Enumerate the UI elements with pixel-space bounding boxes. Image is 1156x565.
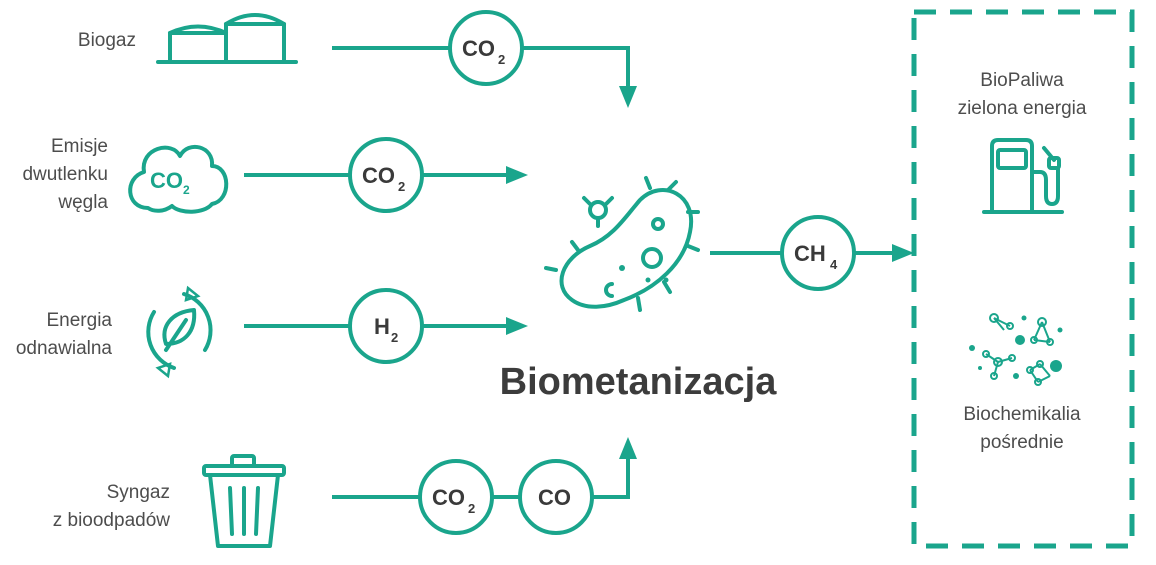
outputs-dashed-box xyxy=(911,9,1135,549)
biogaz-label: Biogaz xyxy=(78,30,136,51)
microbe-icon xyxy=(544,176,700,312)
syngaz-label: Syngaz z bioodpadów xyxy=(53,482,171,531)
syngaz-arrow-head xyxy=(619,437,637,459)
syngaz-co-node: CO xyxy=(518,459,594,535)
svg-text:CO: CO xyxy=(432,485,465,510)
emisje-label: Emisje dwutlenku węgla xyxy=(22,136,108,213)
svg-text:pośrednie: pośrednie xyxy=(980,432,1063,453)
svg-text:odnawialna: odnawialna xyxy=(16,338,113,359)
svg-text:2: 2 xyxy=(391,330,398,345)
biogaz-arrow-head xyxy=(619,86,637,108)
co2-cloud-icon: CO 2 xyxy=(128,145,229,214)
svg-text:CO: CO xyxy=(538,485,571,510)
svg-text:CH: CH xyxy=(794,241,826,266)
ch4-arrow-head xyxy=(892,244,914,262)
svg-text:4: 4 xyxy=(830,257,838,272)
svg-text:2: 2 xyxy=(398,179,405,194)
svg-text:H: H xyxy=(374,314,390,339)
molecules-icon xyxy=(969,313,1063,386)
biochemikalia-label: Biochemikalia pośrednie xyxy=(963,404,1081,453)
ch4-node: CH 4 xyxy=(780,215,856,291)
energia-arrow-head xyxy=(506,317,528,335)
renewable-leaf-icon xyxy=(146,285,213,379)
biogas-tanks-icon xyxy=(156,13,298,64)
biopaliwa-label: BioPaliwa zielona energia xyxy=(958,70,1087,119)
trash-bin-icon xyxy=(202,454,286,548)
emisje-co2-node: CO 2 xyxy=(348,137,424,213)
svg-text:2: 2 xyxy=(183,183,190,197)
svg-text:Energia: Energia xyxy=(47,310,113,331)
syngaz-co2-node: CO 2 xyxy=(418,459,494,535)
svg-text:CO: CO xyxy=(150,168,183,193)
emisje-arrow-head xyxy=(506,166,528,184)
svg-text:Biochemikalia: Biochemikalia xyxy=(963,404,1081,425)
energia-h2-node: H 2 xyxy=(348,288,424,364)
biogaz-co2-node: CO 2 xyxy=(448,10,524,86)
biogaz-flow-line xyxy=(332,46,630,88)
svg-text:z bioodpadów: z bioodpadów xyxy=(53,510,171,531)
svg-text:CO: CO xyxy=(362,163,395,188)
svg-text:CO: CO xyxy=(462,36,495,61)
svg-text:BioPaliwa: BioPaliwa xyxy=(980,70,1064,91)
fuel-pump-icon xyxy=(982,138,1064,214)
energia-label: Energia odnawialna xyxy=(16,310,113,359)
svg-text:Emisje: Emisje xyxy=(51,136,108,157)
svg-text:2: 2 xyxy=(468,501,475,516)
svg-text:zielona energia: zielona energia xyxy=(958,98,1087,119)
svg-text:węgla: węgla xyxy=(57,192,108,213)
svg-text:dwutlenku: dwutlenku xyxy=(22,164,108,185)
process-title: Biometanizacja xyxy=(500,361,778,403)
svg-text:2: 2 xyxy=(498,52,505,67)
svg-text:Syngaz: Syngaz xyxy=(107,482,170,503)
